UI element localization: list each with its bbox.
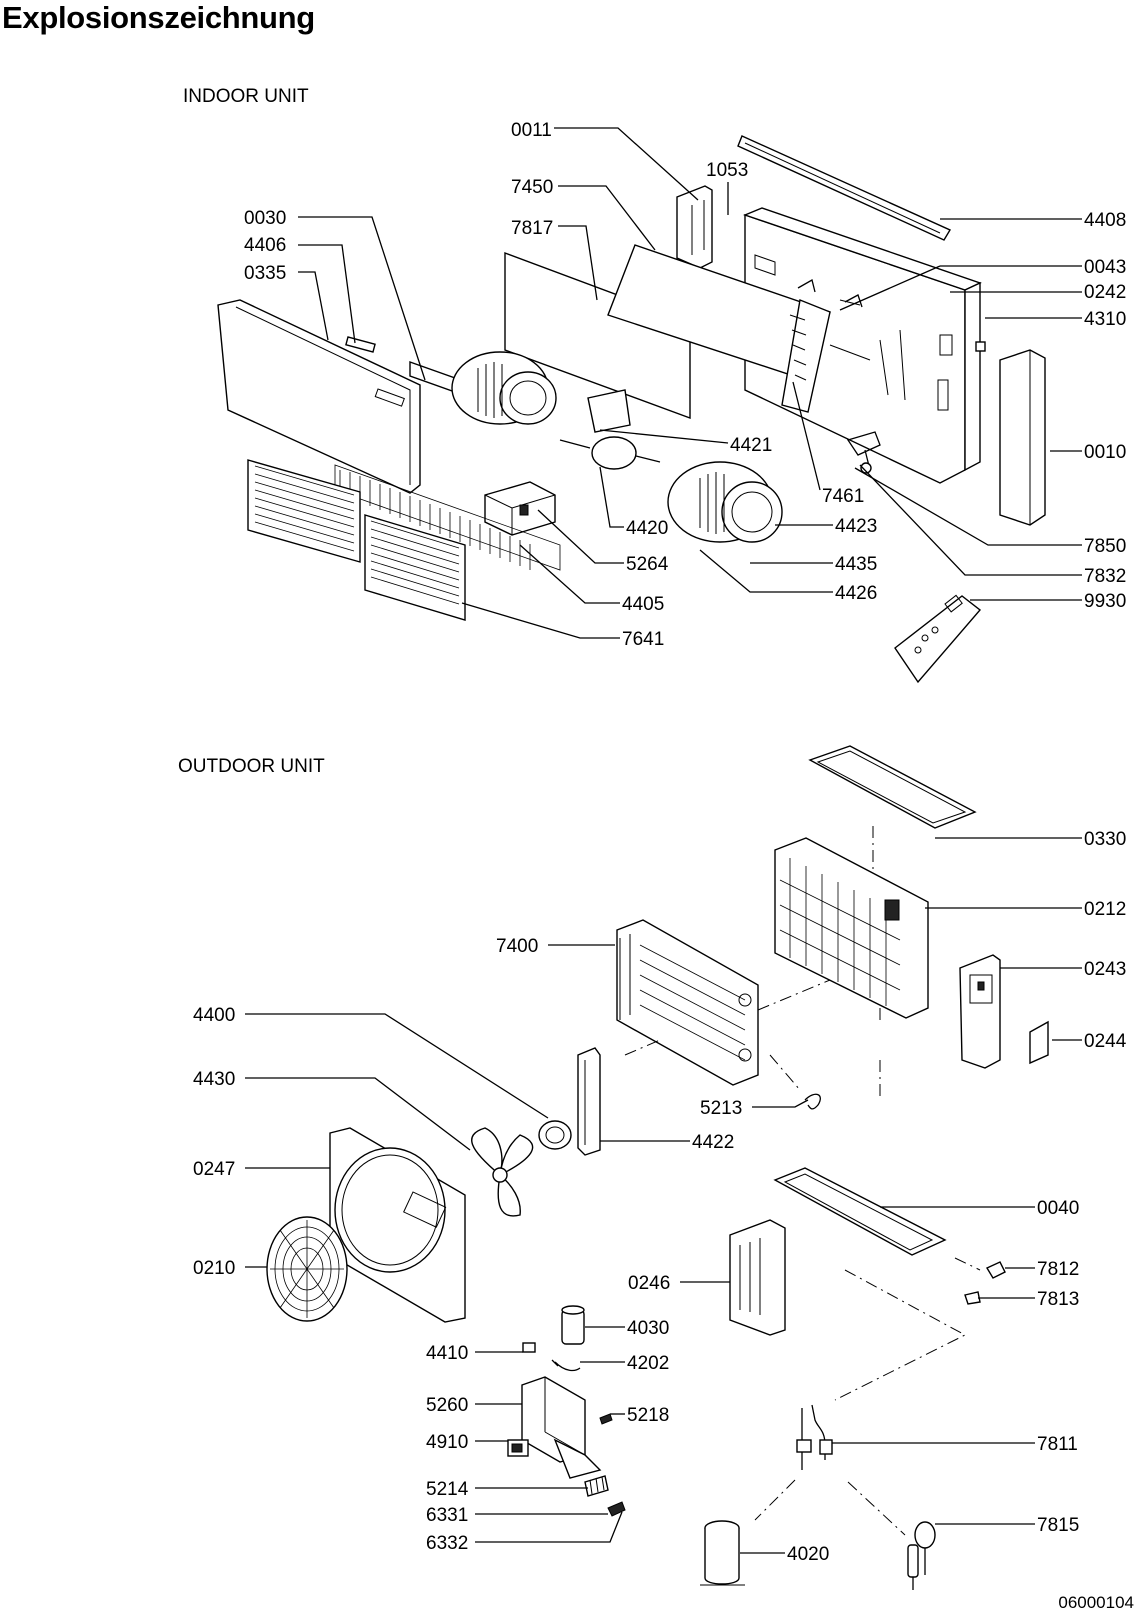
part-label: 5264	[626, 554, 669, 575]
page-title: Explosionszeichnung	[2, 0, 315, 35]
part-label: 5218	[627, 1405, 669, 1426]
section-heading-indoor: INDOOR UNIT	[183, 86, 309, 107]
part-label: 4423	[835, 516, 877, 537]
part-label: 0010	[1084, 442, 1126, 463]
part-label: 0011	[511, 120, 552, 141]
part-label: 4020	[787, 1544, 829, 1565]
part-label: 5214	[426, 1479, 469, 1500]
part-label: 5213	[700, 1098, 742, 1119]
part-label: 4406	[244, 235, 286, 256]
part-label: 0040	[1037, 1198, 1079, 1219]
section-heading-outdoor: OUTDOOR UNIT	[178, 756, 325, 777]
part-label: 0247	[193, 1159, 235, 1180]
outdoor-unit-graphics	[266, 745, 1049, 1590]
part-label: 4400	[193, 1005, 235, 1026]
part-label: 0330	[1084, 829, 1126, 850]
indoor-part-labels: 0011 1053 7450 7817 0030 4406 0335 4408 …	[244, 120, 1126, 650]
part-label: 4422	[692, 1132, 734, 1153]
part-label: 7641	[622, 629, 664, 650]
part-label: 9930	[1084, 591, 1126, 612]
part-label: 7817	[511, 218, 553, 239]
part-label: 4030	[627, 1318, 669, 1339]
part-label: 0335	[244, 263, 286, 284]
part-label: 7450	[511, 177, 553, 198]
part-label: 4405	[622, 594, 664, 615]
part-label: 1053	[706, 160, 748, 181]
part-label: 4430	[193, 1069, 235, 1090]
part-label: 6332	[426, 1533, 468, 1554]
part-label: 7811	[1037, 1434, 1078, 1455]
part-label: 6331	[426, 1505, 468, 1526]
part-label: 4310	[1084, 309, 1126, 330]
outdoor-part-labels: 0330 0212 7400 0243 4400 0244 4430 5213 …	[193, 829, 1127, 1565]
part-label: 4202	[627, 1353, 669, 1374]
part-label: 5260	[426, 1395, 468, 1416]
part-label: 7815	[1037, 1515, 1079, 1536]
part-label: 7813	[1037, 1289, 1079, 1310]
part-label: 4421	[730, 435, 772, 456]
part-label: 7812	[1037, 1259, 1079, 1280]
part-label: 0210	[193, 1258, 235, 1279]
part-label: 0242	[1084, 282, 1126, 303]
part-label: 4408	[1084, 210, 1126, 231]
part-label: 0244	[1084, 1031, 1127, 1052]
outdoor-leader-lines	[245, 837, 1082, 1554]
part-label: 0030	[244, 208, 286, 229]
part-label: 0246	[628, 1273, 670, 1294]
part-label: 4420	[626, 518, 668, 539]
document-number: 06000104	[1058, 1593, 1134, 1612]
part-label: 7850	[1084, 536, 1126, 557]
indoor-leader-lines	[298, 127, 1082, 639]
part-label: 4426	[835, 583, 877, 604]
part-label: 7400	[496, 936, 538, 957]
part-label: 4435	[835, 554, 877, 575]
part-label: 0212	[1084, 899, 1126, 920]
part-label: 4410	[426, 1343, 468, 1364]
part-label: 4910	[426, 1432, 468, 1453]
part-label: 7461	[822, 486, 864, 507]
part-label: 0043	[1084, 257, 1126, 278]
part-label: 7832	[1084, 566, 1126, 587]
part-label: 0243	[1084, 959, 1126, 980]
